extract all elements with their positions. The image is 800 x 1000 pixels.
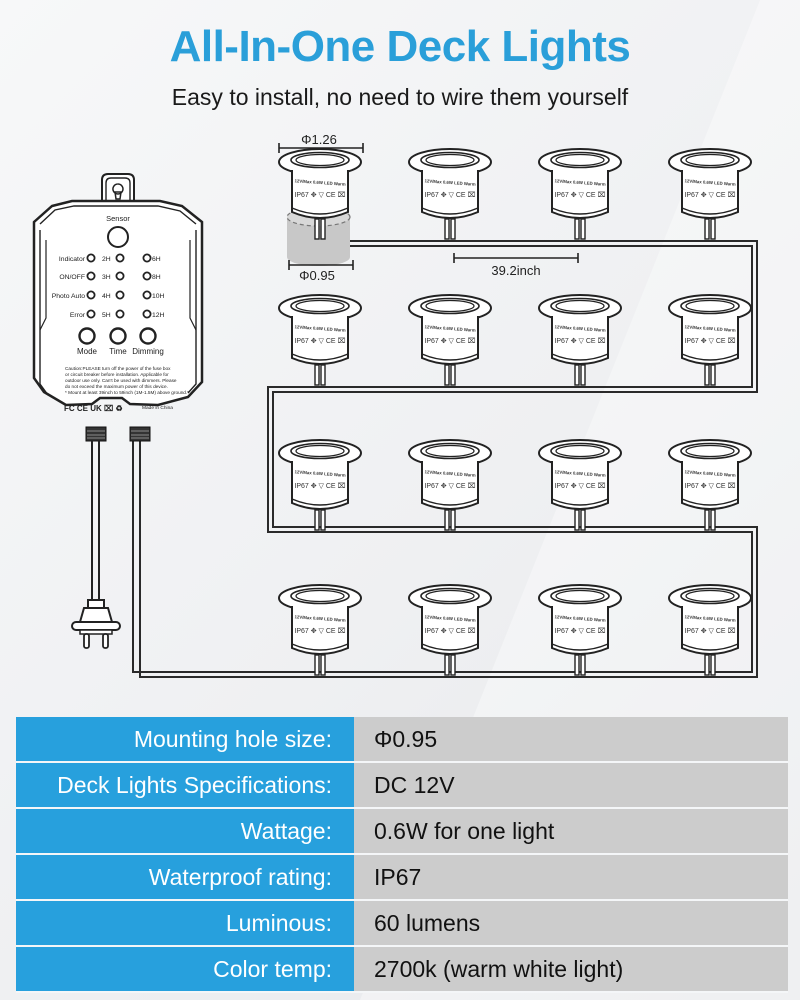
plug-icon <box>71 599 121 649</box>
spec-row: Waterproof rating: IP67 <box>16 854 788 901</box>
spec-label: Deck Lights Specifications: <box>16 762 354 809</box>
deck-light-icon <box>408 148 492 240</box>
spec-label: Mounting hole size: <box>16 717 354 763</box>
hole-dimension <box>288 260 354 270</box>
hole-diameter-label: Φ0.95 <box>299 268 335 283</box>
deck-light-icon <box>278 294 362 386</box>
timer-label: 4H <box>102 293 111 300</box>
spec-label: Waterproof rating: <box>16 854 354 901</box>
indicator-label: Error <box>70 312 86 319</box>
deck-light-icon <box>538 148 622 240</box>
led-indicator-icon <box>86 290 96 300</box>
deck-light-icon <box>538 294 622 386</box>
deck-light-icon <box>668 294 752 386</box>
certification-marks: FC CE UK ⌧ ♻ <box>64 404 123 413</box>
deck-light-icon <box>408 439 492 531</box>
led-indicator-icon <box>142 253 152 263</box>
led-indicator-icon <box>142 271 152 281</box>
sensor-label: Sensor <box>106 214 130 223</box>
spec-value: IP67 <box>354 854 788 901</box>
caution-text: Caution:PLEASE turn off the power of the… <box>65 366 171 371</box>
led-indicator-icon <box>115 309 125 319</box>
spec-row: Deck Lights Specifications: DC 12V <box>16 762 788 809</box>
spec-label: Color temp: <box>16 946 354 993</box>
cable-run <box>132 238 758 678</box>
sensor-icon <box>107 226 129 248</box>
caution-text: do not exceed the maximum power of this … <box>65 384 168 389</box>
spec-row: Color temp: 2700k (warm white light) <box>16 946 788 993</box>
time-button-icon <box>109 327 127 345</box>
power-cord <box>91 441 100 600</box>
deck-light-icon <box>408 294 492 386</box>
spec-value: 0.6W for one light <box>354 808 788 855</box>
timer-label: 3H <box>102 274 111 281</box>
deck-light-icon <box>668 584 752 676</box>
mode-label: Mode <box>77 347 98 356</box>
indicator-label: ON/OFF <box>59 274 85 281</box>
dimming-label: Dimming <box>132 347 164 356</box>
timer-label: 2H <box>102 256 111 263</box>
indicator-label: Indicator <box>59 256 86 263</box>
led-indicator-icon <box>115 290 125 300</box>
spec-label: Wattage: <box>16 808 354 855</box>
led-indicator-icon <box>86 253 96 263</box>
spec-table: Mounting hole size: Φ0.95 Deck Lights Sp… <box>16 717 788 993</box>
deck-light-icon <box>668 148 752 240</box>
timer-label: 12H <box>152 312 165 319</box>
caution-text: * Mount at least 39inch to 59inch (1M-1.… <box>65 390 189 395</box>
indicator-label: Photo Auto <box>52 293 85 300</box>
deck-light-icon <box>278 584 362 676</box>
spec-value: 60 lumens <box>354 900 788 947</box>
led-indicator-icon <box>142 309 152 319</box>
spec-value: 2700k (warm white light) <box>354 946 788 993</box>
led-indicator-icon <box>115 253 125 263</box>
led-indicator-icon <box>142 290 152 300</box>
led-indicator-icon <box>115 271 125 281</box>
timer-label: 8H <box>152 274 161 281</box>
deck-light-icon <box>278 439 362 531</box>
wiring-diagram: 12V/Max 0.6W LED Warm IP67 ✥ ▽ CE ⌧ Φ1.2… <box>32 132 758 678</box>
timer-label: 6H <box>152 256 161 263</box>
spacing-dimension <box>453 253 579 263</box>
deck-light-icon <box>668 439 752 531</box>
made-in-label: Made in China <box>142 405 173 411</box>
led-indicator-icon <box>86 271 96 281</box>
cable-gland <box>85 426 107 442</box>
mode-button-icon <box>78 327 96 345</box>
deck-light-icon <box>538 584 622 676</box>
timer-label: 5H <box>102 312 111 319</box>
spacing-label: 39.2inch <box>491 263 540 278</box>
caution-text: outdoor use only. Can't be used with dim… <box>65 378 177 383</box>
keyhole-icon <box>112 183 124 200</box>
spec-value: Φ0.95 <box>354 717 788 763</box>
cable-gland <box>129 426 151 442</box>
caution-text: or circuit breaker before installation. … <box>65 372 169 377</box>
controller-box: Sensor Indicator ON/OFF Photo Auto Error… <box>32 173 204 442</box>
page-title: All-In-One Deck Lights <box>169 22 631 71</box>
flange-dimension <box>278 143 364 153</box>
spec-value: DC 12V <box>354 762 788 809</box>
spec-label: Luminous: <box>16 900 354 947</box>
spec-row: Mounting hole size: Φ0.95 <box>16 717 788 763</box>
led-indicator-icon <box>86 309 96 319</box>
page-subtitle: Easy to install, no need to wire them yo… <box>171 84 629 110</box>
dimming-button-icon <box>139 327 157 345</box>
timer-label: 10H <box>152 293 165 300</box>
deck-light-icon <box>408 584 492 676</box>
time-label: Time <box>109 347 127 356</box>
flange-diameter-label: Φ1.26 <box>301 132 337 147</box>
spec-row: Wattage: 0.6W for one light <box>16 808 788 855</box>
spec-row: Luminous: 60 lumens <box>16 900 788 947</box>
deck-light-icon <box>538 439 622 531</box>
